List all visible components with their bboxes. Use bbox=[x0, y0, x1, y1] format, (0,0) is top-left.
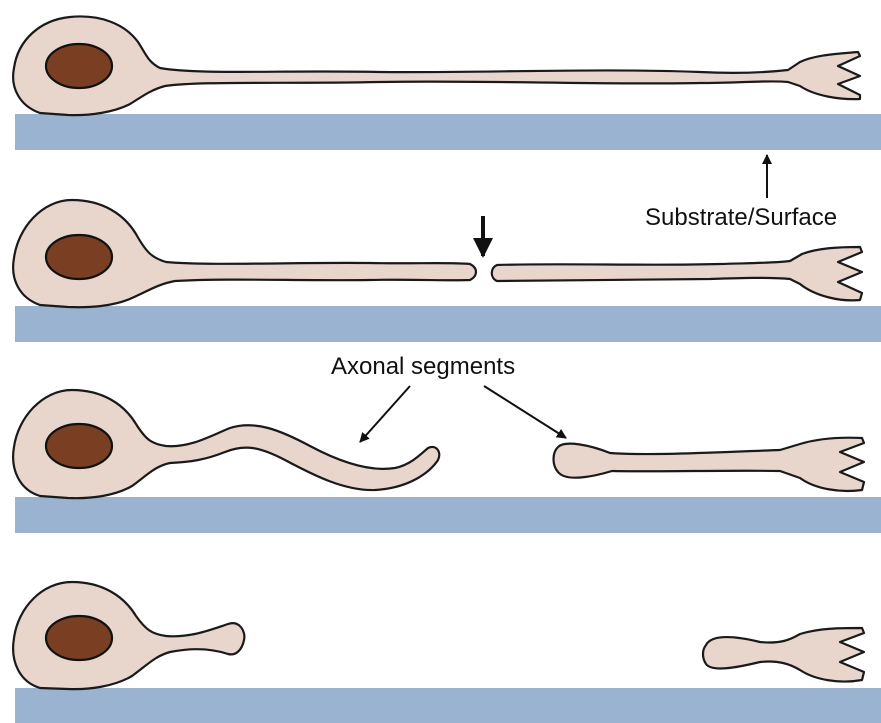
nucleus bbox=[46, 235, 112, 279]
substrate-annotation: Substrate/Surface bbox=[645, 155, 837, 231]
axonal-segments-label: Axonal segments bbox=[331, 353, 515, 380]
axonal-segments-annotation: Axonal segments bbox=[331, 353, 566, 442]
segment-pointer-arrow-left bbox=[360, 386, 410, 442]
axon-distal-segment bbox=[492, 247, 862, 300]
panel-4 bbox=[13, 582, 881, 723]
axon-distal-segment bbox=[554, 438, 865, 491]
nucleus bbox=[46, 424, 112, 468]
substrate-bar bbox=[15, 688, 881, 723]
substrate-bar bbox=[15, 497, 881, 533]
neuron-intact bbox=[13, 16, 860, 115]
panel-3 bbox=[13, 390, 881, 533]
substrate-bar bbox=[15, 114, 881, 150]
segment-pointer-arrow-right bbox=[484, 386, 566, 438]
substrate-bar bbox=[15, 306, 881, 342]
panel-1 bbox=[13, 16, 881, 150]
nucleus bbox=[46, 616, 112, 660]
substrate-label: Substrate/Surface bbox=[645, 204, 837, 231]
nucleus bbox=[46, 44, 112, 88]
axon-distal-stump bbox=[703, 628, 864, 682]
